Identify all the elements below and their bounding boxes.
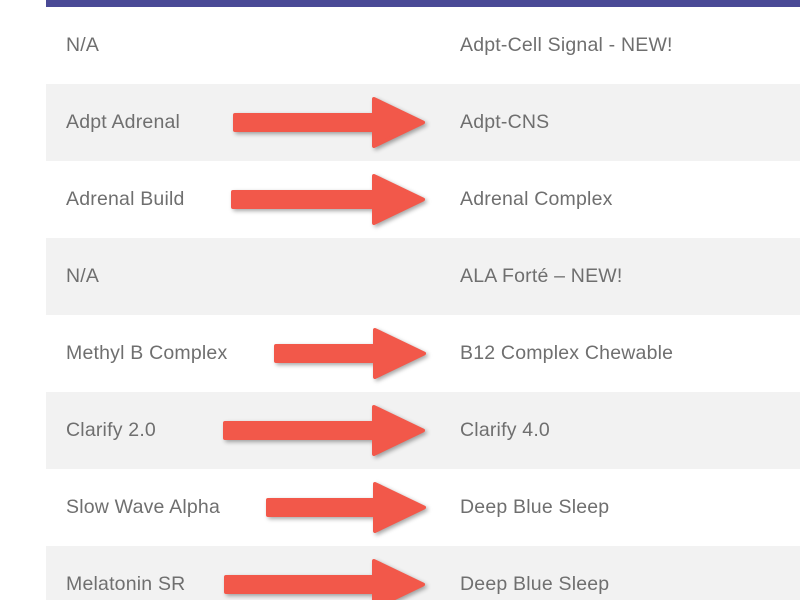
old-product-name: Melatonin SR [66, 573, 186, 595]
old-product-name: Adpt Adrenal [66, 111, 181, 133]
table-row: Melatonin SR Deep Blue Sleep [46, 546, 800, 600]
table-row: Adrenal Build Adrenal Complex [46, 161, 800, 238]
right-arrow-icon [229, 84, 429, 161]
old-product-name: Methyl B Complex [66, 342, 228, 364]
table-row: Adpt Adrenal Adpt-CNS [46, 84, 800, 161]
new-product-name: Deep Blue Sleep [460, 496, 610, 518]
old-product-name: N/A [66, 34, 100, 56]
right-arrow-icon [270, 315, 430, 392]
old-product-name: Adrenal Build [66, 188, 185, 210]
table-row: Slow Wave Alpha Deep Blue Sleep [46, 469, 800, 546]
table-row: Methyl B Complex B12 Complex Chewable [46, 315, 800, 392]
new-product-name: Adrenal Complex [460, 188, 613, 210]
right-arrow-icon [220, 546, 430, 600]
header-accent-bar [46, 0, 800, 7]
old-product-name: Slow Wave Alpha [66, 496, 221, 518]
table-row: Clarify 2.0 Clarify 4.0 [46, 392, 800, 469]
new-product-name: Deep Blue Sleep [460, 573, 610, 595]
table-row: N/A ALA Forté – NEW! [46, 238, 800, 315]
new-product-name: Adpt-Cell Signal - NEW! [460, 34, 673, 56]
table-row: N/A Adpt-Cell Signal - NEW! [46, 7, 800, 84]
old-product-name: N/A [66, 265, 100, 287]
old-product-name: Clarify 2.0 [66, 419, 156, 441]
new-product-name: ALA Forté – NEW! [460, 265, 623, 287]
new-product-name: Adpt-CNS [460, 111, 550, 133]
new-product-name: B12 Complex Chewable [460, 342, 674, 364]
product-replacement-table: N/A Adpt-Cell Signal - NEW! Adpt Adrenal… [46, 7, 800, 600]
right-arrow-icon [227, 161, 427, 238]
right-arrow-icon [262, 469, 430, 546]
new-product-name: Clarify 4.0 [460, 419, 550, 441]
right-arrow-icon [219, 392, 429, 469]
